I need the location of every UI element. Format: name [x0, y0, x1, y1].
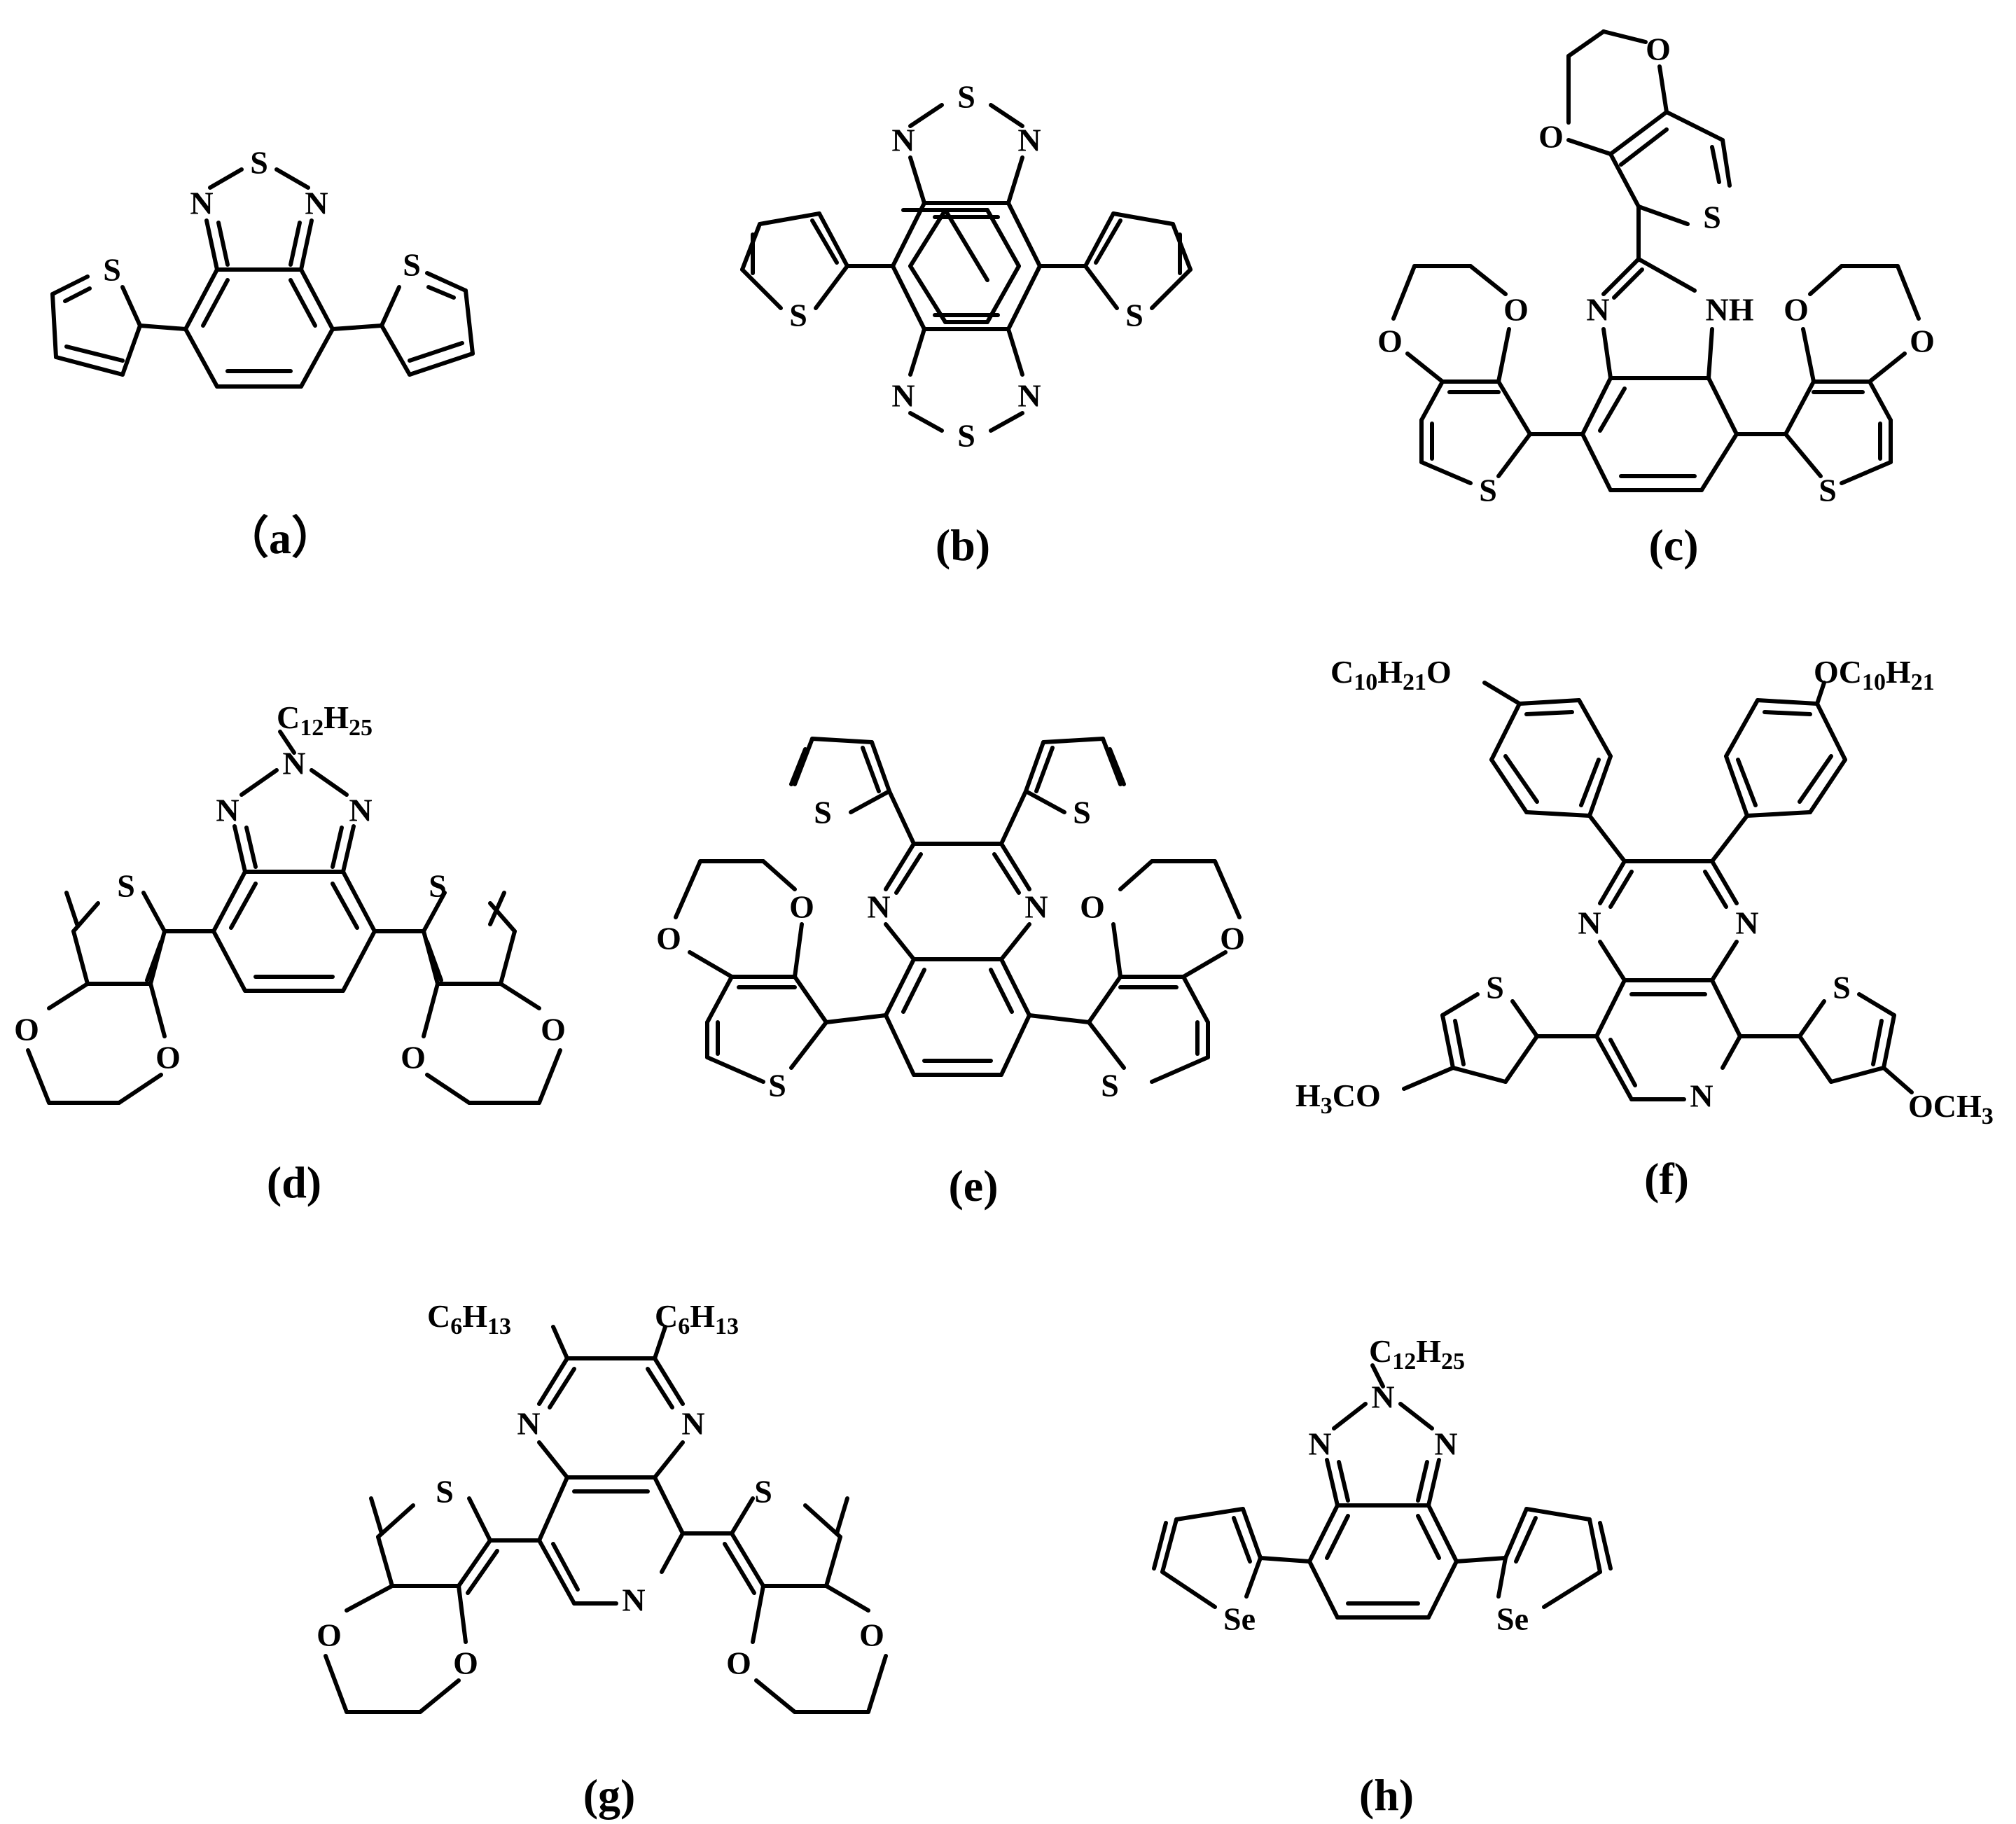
- substituent-h3co: H3CO: [1295, 1078, 1381, 1119]
- atom-N: N: [1308, 1426, 1331, 1462]
- atom-NH: NH: [1706, 292, 1754, 328]
- atom-N: N: [305, 186, 328, 221]
- atom-O: O: [1910, 323, 1935, 359]
- caption-g: (g): [583, 1770, 636, 1820]
- atom-O: O: [726, 1645, 751, 1681]
- atom-O: O: [656, 921, 681, 956]
- substituent-c6h13-left: C6H13: [427, 1298, 511, 1339]
- svg-text:C6H13: C6H13: [655, 1298, 739, 1339]
- svg-text:OCH3: OCH3: [1908, 1088, 1994, 1129]
- atom-N: N: [1735, 905, 1758, 941]
- atom-S: S: [1101, 1068, 1119, 1104]
- atom-N: N: [1690, 1078, 1713, 1114]
- atom-S: S: [1479, 473, 1497, 508]
- atom-N: N: [1017, 378, 1041, 414]
- atom-S: S: [957, 418, 975, 454]
- atom-N: N: [1434, 1426, 1457, 1462]
- atom-N: N: [1586, 292, 1609, 328]
- atom-O: O: [317, 1617, 342, 1653]
- atom-O: O: [14, 1012, 39, 1047]
- atom-O: O: [1503, 292, 1529, 328]
- substituent-och3: OCH3: [1908, 1088, 1994, 1129]
- atom-N: N: [867, 889, 890, 925]
- caption-c: (c): [1648, 520, 1698, 570]
- atom-N: N: [216, 793, 239, 828]
- atom-O: O: [541, 1012, 566, 1047]
- structure-g: N N N C6H13 C6H13 S O O S O O (g): [317, 1298, 888, 1820]
- atom-S: S: [429, 868, 447, 904]
- atom-N: N: [190, 186, 213, 221]
- svg-text:C12H25: C12H25: [1369, 1333, 1465, 1374]
- caption-b: (b): [936, 520, 990, 570]
- atom-O: O: [859, 1617, 884, 1653]
- atom-N: N: [1371, 1379, 1394, 1415]
- atom-O: O: [401, 1040, 426, 1075]
- atom-N: N: [681, 1406, 704, 1442]
- svg-text:OC10H21: OC10H21: [1814, 654, 1935, 695]
- atom-O: O: [1377, 323, 1403, 359]
- caption-a: （a）: [224, 513, 336, 563]
- atom-N: N: [517, 1406, 540, 1442]
- caption-e: (e): [948, 1161, 998, 1211]
- atom-O: O: [789, 889, 814, 925]
- structure-h: N N N C12H25 Se Se (h): [1152, 1333, 1613, 1820]
- atom-S: S: [1073, 795, 1091, 830]
- svg-text:H3CO: H3CO: [1295, 1078, 1381, 1119]
- substituent-oc10h21-left: C10H21O: [1330, 654, 1452, 695]
- svg-text:C12H25: C12H25: [277, 699, 373, 741]
- atom-S: S: [789, 298, 807, 333]
- atom-N: N: [622, 1582, 645, 1618]
- atom-O: O: [1080, 889, 1105, 925]
- atom-Se: Se: [1223, 1601, 1256, 1637]
- caption-f: (f): [1644, 1154, 1689, 1204]
- atom-S: S: [1703, 200, 1721, 235]
- substituent-c6h13-right: C6H13: [655, 1298, 739, 1339]
- atom-N: N: [1024, 889, 1048, 925]
- substituent-c12h25: C12H25: [1369, 1333, 1465, 1374]
- structure-b: N S N N S N S S (b): [740, 79, 1193, 570]
- atom-S: S: [103, 252, 121, 288]
- svg-text:C10H21O: C10H21O: [1330, 654, 1452, 695]
- atom-O: O: [453, 1645, 478, 1681]
- structure-f: N N N C10H21O OC10H21 S H3CO: [1295, 654, 1994, 1204]
- atom-O: O: [1220, 921, 1245, 956]
- atom-N: N: [1017, 123, 1041, 158]
- atom-S: S: [1125, 298, 1143, 333]
- structure-c: N NH O O S O O S O O S (c): [1377, 29, 1935, 570]
- caption-d: (d): [267, 1157, 321, 1207]
- atom-O: O: [1784, 292, 1809, 328]
- atom-O: O: [155, 1040, 181, 1075]
- atom-S: S: [436, 1474, 454, 1510]
- atom-O: O: [1646, 32, 1671, 67]
- substituent-oc10h21-right: OC10H21: [1814, 654, 1935, 695]
- atom-S: S: [1833, 970, 1851, 1005]
- atom-S: S: [117, 868, 135, 904]
- caption-h: (h): [1359, 1770, 1414, 1820]
- atom-S: S: [1486, 970, 1504, 1005]
- svg-text:C6H13: C6H13: [427, 1298, 511, 1339]
- atom-S: S: [403, 247, 421, 283]
- structure-a: N S N S S （a）: [50, 145, 475, 563]
- atom-S: S: [768, 1068, 786, 1104]
- atom-O: O: [1538, 119, 1564, 155]
- atom-S: S: [814, 795, 832, 830]
- atom-N: N: [1578, 905, 1601, 941]
- atom-S: S: [957, 79, 975, 115]
- atom-N: N: [891, 123, 915, 158]
- substituent-c12h25: C12H25: [277, 699, 373, 741]
- atom-S: S: [754, 1474, 772, 1510]
- atom-S: S: [1819, 473, 1837, 508]
- atom-N: N: [282, 746, 305, 781]
- atom-Se: Se: [1496, 1601, 1529, 1637]
- atom-N: N: [349, 793, 372, 828]
- atom-N: N: [891, 378, 915, 414]
- atom-S: S: [250, 145, 268, 181]
- structure-e: N N S S O O S O O S (e): [656, 737, 1245, 1211]
- structure-d: N N N C12H25 S O O S O O (d): [14, 699, 566, 1207]
